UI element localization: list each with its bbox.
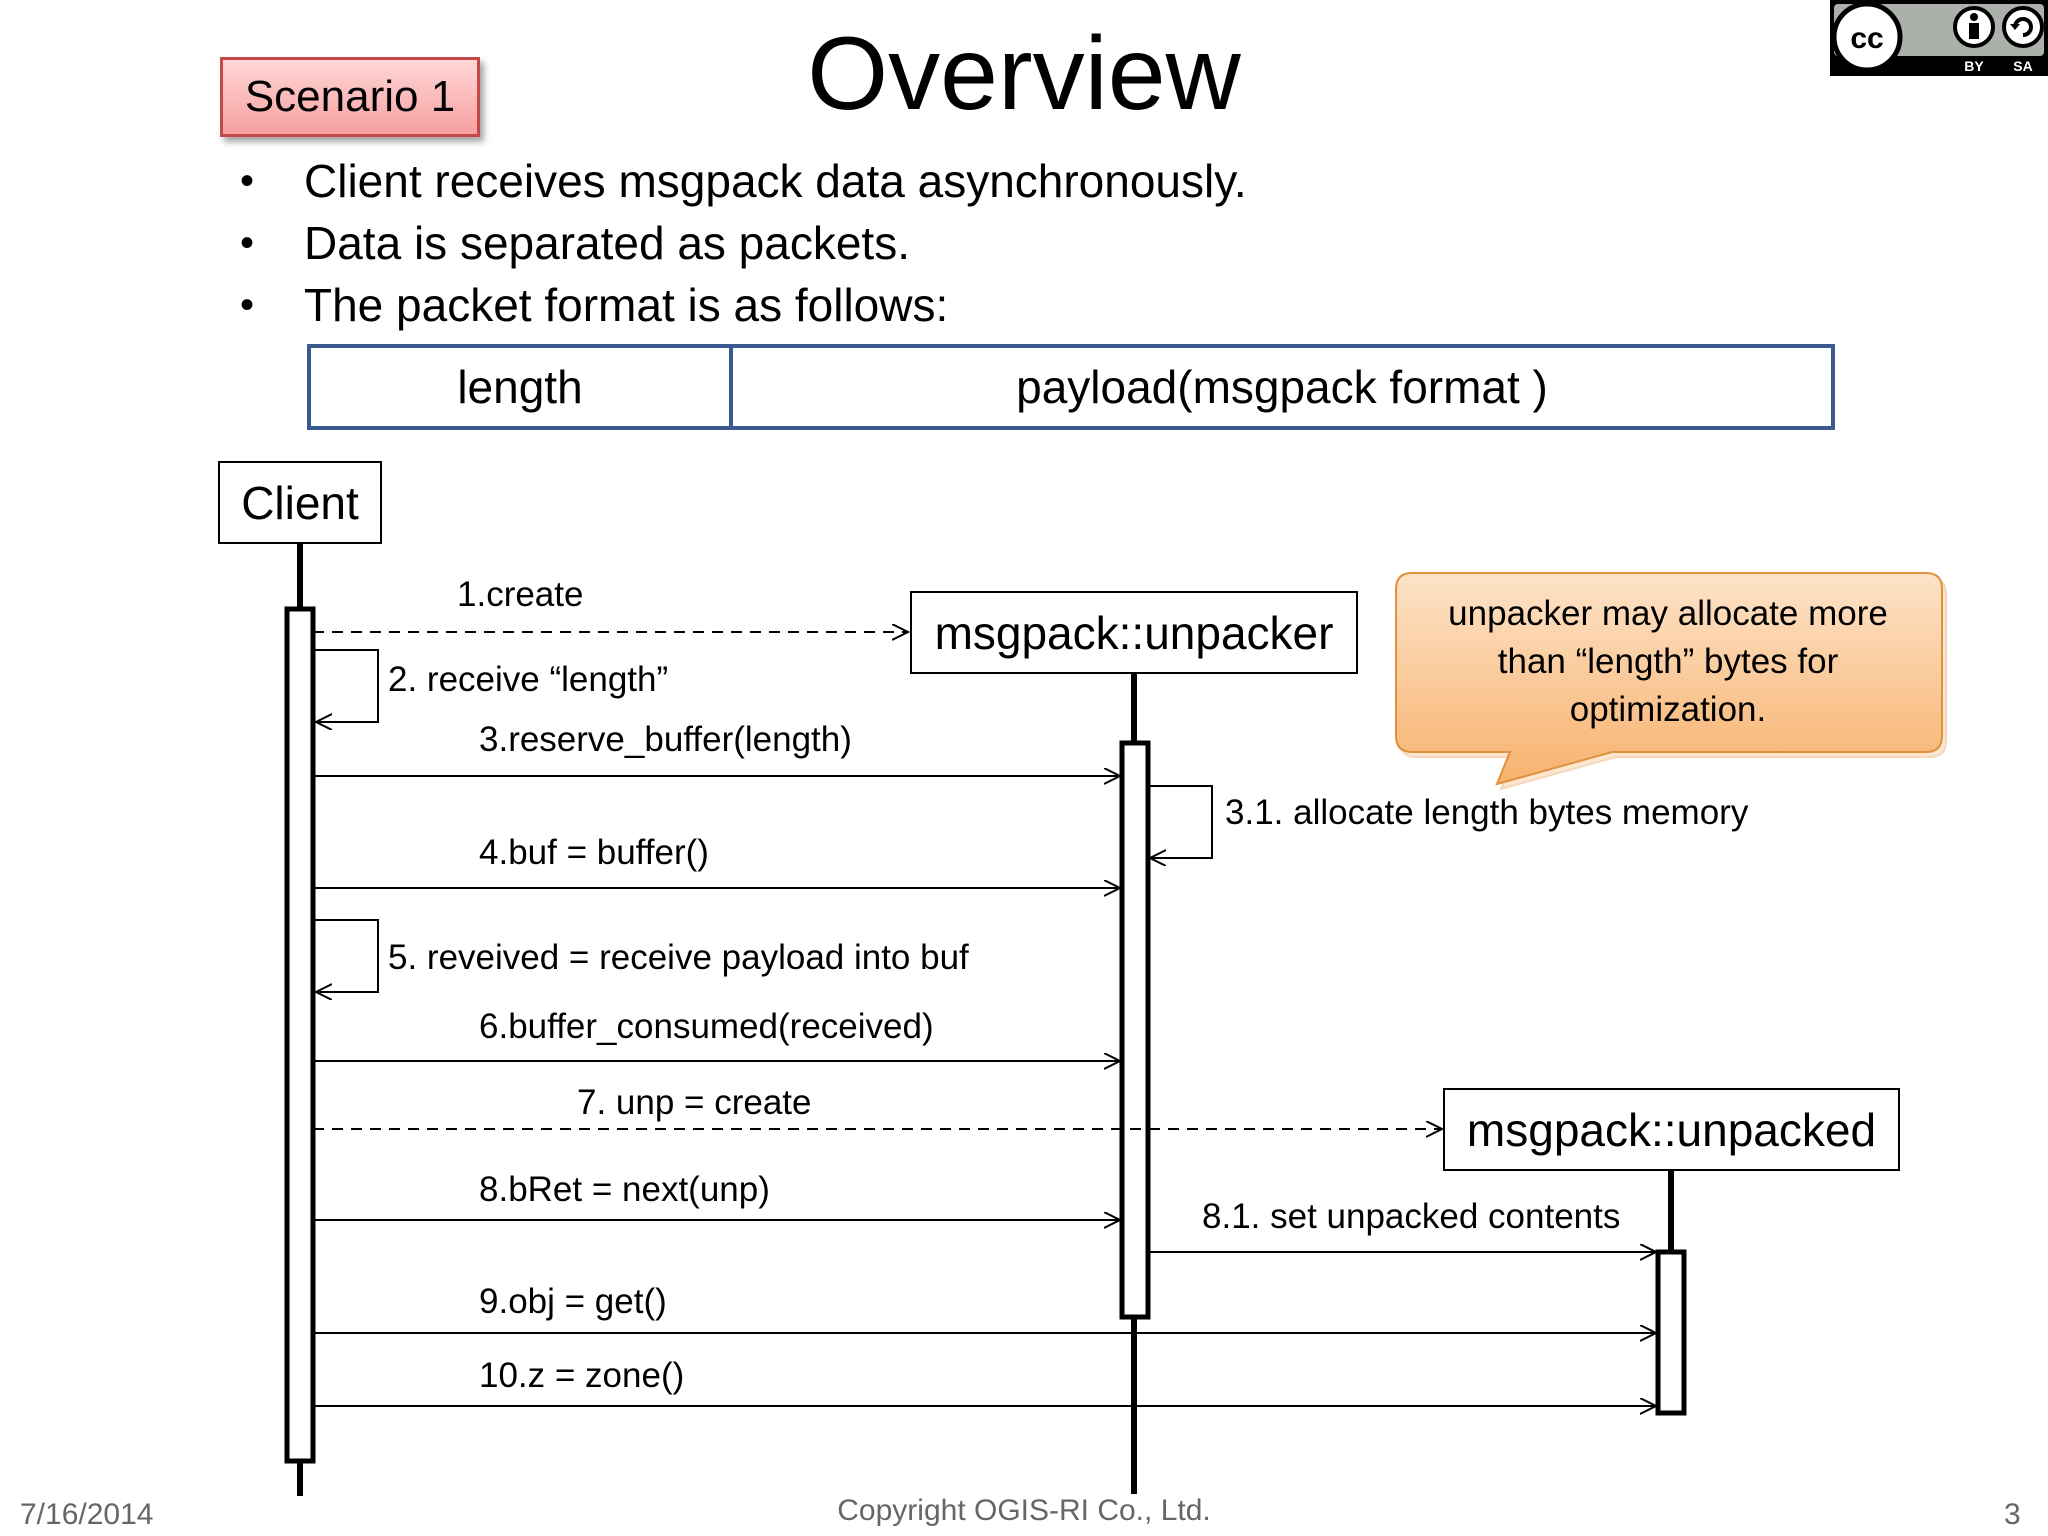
page-number: 3 [2004,1498,2021,1531]
cc-icon: cc [1831,1,1903,73]
msg-10-label: 10.z = zone() [479,1356,685,1395]
msg-5-self-arrow [313,919,379,992]
cc-license-badge: cc BY SA [1830,0,2048,76]
participant-client: Client [218,461,382,544]
msg-1-label: 1.create [457,575,584,614]
slide-title: Overview [807,16,1241,132]
msg-8-label: 8.bRet = next(unp) [479,1170,770,1209]
svg-text:cc: cc [1850,22,1883,55]
optimization-note-text: unpacker may allocate more than “length”… [1396,590,1940,734]
msg-9-label: 9.obj = get() [479,1282,667,1321]
badge-sa: SA [2013,58,2032,74]
msg-3-label: 3.reserve_buffer(length) [479,720,852,759]
msg-4-label: 4.buf = buffer() [479,833,709,872]
msg-8-1-label: 8.1. set unpacked contents [1202,1197,1621,1236]
unpacker-lifeline [1119,673,1151,1494]
footer-date: 7/16/2014 [20,1498,154,1531]
note-line: optimization. [1569,690,1767,729]
note-line: than “length” bytes for [1497,642,1839,681]
bullet-item: Data is separated as packets. [228,212,1247,274]
unpacked-lifeline [1655,1170,1687,1416]
note-line: unpacker may allocate more [1448,594,1888,633]
msg-2-self-arrow [313,649,379,722]
client-lifeline [284,542,316,1496]
packet-payload-cell: payload(msgpack format ) [1016,361,1548,413]
bullet-list: Client receives msgpack data asynchronou… [228,150,1247,336]
share-alike-icon [2002,6,2044,48]
bullet-item: The packet format is as follows: [228,274,1247,336]
participant-unpacker: msgpack::unpacker [910,591,1358,674]
msg-6-label: 6.buffer_consumed(received) [479,1007,934,1046]
attribution-icon [1953,6,1995,48]
footer-copyright: Copyright OGIS-RI Co., Ltd. [837,1494,1211,1527]
packet-format-table: length payload(msgpack format ) [307,344,1835,430]
msg-5-label: 5. reveived = receive payload into buf [388,938,969,977]
badge-by: BY [1964,58,1984,74]
optimization-note [1395,572,1947,791]
msg-3-1-label: 3.1. allocate length bytes memory [1225,793,1749,832]
msg-7-label: 7. unp = create [577,1083,812,1122]
msg-3-1-self-arrow [1148,785,1213,858]
scenario-label: Scenario 1 [220,57,480,137]
participant-unpacked: msgpack::unpacked [1443,1088,1900,1171]
packet-length-cell: length [311,348,733,426]
msg-2-label: 2. receive “length” [388,660,669,699]
bullet-item: Client receives msgpack data asynchronou… [228,150,1247,212]
